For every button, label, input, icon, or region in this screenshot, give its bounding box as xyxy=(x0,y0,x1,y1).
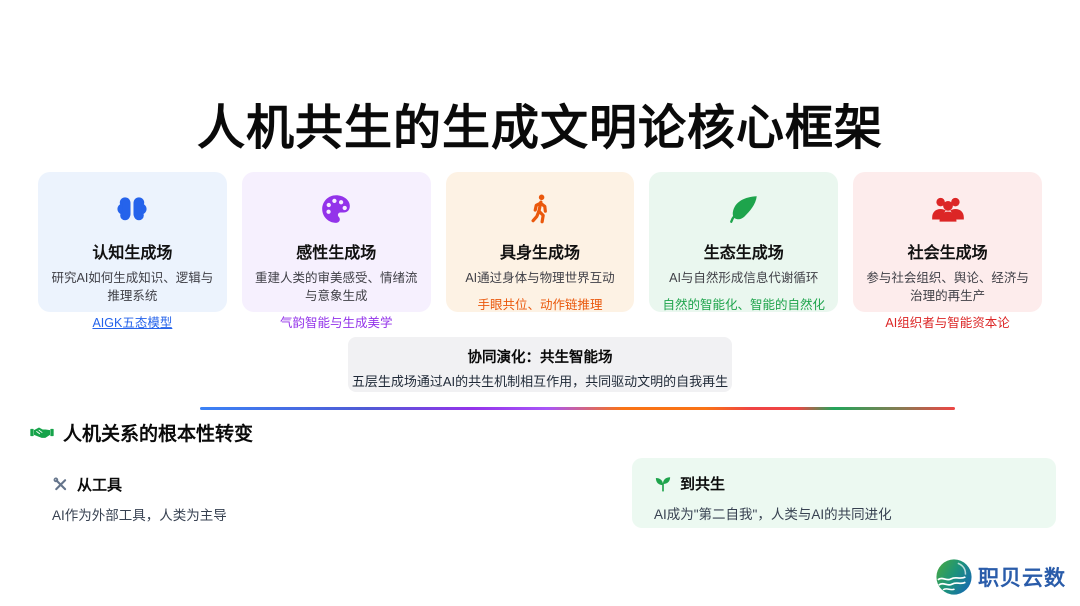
synergy-title: 协同演化：共生智能场 xyxy=(467,350,613,366)
card-link-qiyun-aesthetics[interactable]: 气韵智能与生成美学 xyxy=(279,316,393,331)
card-description: 研究AI如何生成知识、逻辑与推理系统 xyxy=(51,271,214,304)
leaf-icon xyxy=(727,191,761,227)
walking-person-icon xyxy=(523,191,557,227)
card-title: 社会生成场 xyxy=(907,245,988,262)
from-tool-description: AI作为外部工具，人类为主导 xyxy=(52,508,227,523)
card-cognitive-field: 认知生成场 研究AI如何生成知识、逻辑与推理系统 AIGK五态模型 xyxy=(38,172,227,330)
to-symbiosis-header: 到共生 xyxy=(654,473,1034,494)
page-title: 人机共生的生成文明论核心框架 xyxy=(196,102,883,155)
field-cards-row: 认知生成场 研究AI如何生成知识、逻辑与推理系统 AIGK五态模型 感性生成场 … xyxy=(38,172,1042,330)
card-link-natural-intelligence[interactable]: 自然的智能化、智能的自然化 xyxy=(662,298,826,313)
card-description: 重建人类的审美感受、情绪流与意象生成 xyxy=(254,271,418,304)
handshake-icon xyxy=(30,424,54,441)
from-tool-block: 从工具 AI作为外部工具，人类为主导 xyxy=(28,458,592,540)
card-embodied-field: 具身生成场 AI通过身体与物理世界互动 手眼共位、动作链推理 xyxy=(445,172,635,313)
from-tool-header: 从工具 xyxy=(52,474,568,495)
card-description: 参与社会组织、舆论、经济与治理的再生产 xyxy=(866,271,1029,304)
to-symbiosis-title: 到共生 xyxy=(680,476,726,493)
palette-icon xyxy=(319,191,353,227)
users-icon xyxy=(929,191,967,227)
section-title: 人机关系的根本性转变 xyxy=(63,424,254,445)
card-title: 认知生成场 xyxy=(92,245,173,262)
card-title: 生态生成场 xyxy=(703,245,784,262)
card-description: AI与自然形成信息代谢循环 xyxy=(669,271,819,285)
wave-globe-logo-icon xyxy=(935,558,973,596)
card-title: 具身生成场 xyxy=(499,245,580,262)
card-title: 感性生成场 xyxy=(296,245,377,262)
to-symbiosis-description: AI成为"第二自我"，人类与AI的共同进化 xyxy=(654,507,892,522)
to-symbiosis-block: 到共生 AI成为"第二自我"，人类与AI的共同进化 xyxy=(632,458,1056,528)
synergy-box: 协同演化：共生智能场 五层生成场通过AI的共生机制相互作用，共同驱动文明的自我再… xyxy=(348,337,732,392)
seedling-icon xyxy=(654,475,672,493)
card-perceptual-field: 感性生成场 重建人类的审美感受、情绪流与意象生成 气韵智能与生成美学 xyxy=(241,172,431,330)
brand-logo: 职贝云数 xyxy=(935,558,1066,596)
card-social-field: 社会生成场 参与社会组织、舆论、经济与治理的再生产 AI组织者与智能资本论 xyxy=(853,172,1042,330)
synergy-description: 五层生成场通过AI的共生机制相互作用，共同驱动文明的自我再生 xyxy=(351,374,729,389)
transformation-section-header: 人机关系的根本性转变 xyxy=(30,419,253,446)
from-tool-title: 从工具 xyxy=(77,477,123,494)
card-description: AI通过身体与物理世界互动 xyxy=(465,271,615,285)
card-link-aigk-model[interactable]: AIGK五态模型 xyxy=(92,316,173,331)
tools-icon xyxy=(52,476,69,493)
card-ecological-field: 生态生成场 AI与自然形成信息代谢循环 自然的智能化、智能的自然化 xyxy=(649,172,839,313)
brain-icon xyxy=(115,191,149,227)
card-link-ai-organizer[interactable]: AI组织者与智能资本论 xyxy=(885,316,1010,331)
gradient-divider xyxy=(200,407,955,410)
brand-logo-text: 职贝云数 xyxy=(978,567,1066,590)
card-link-hand-eye-reasoning[interactable]: 手眼共位、动作链推理 xyxy=(477,298,603,313)
